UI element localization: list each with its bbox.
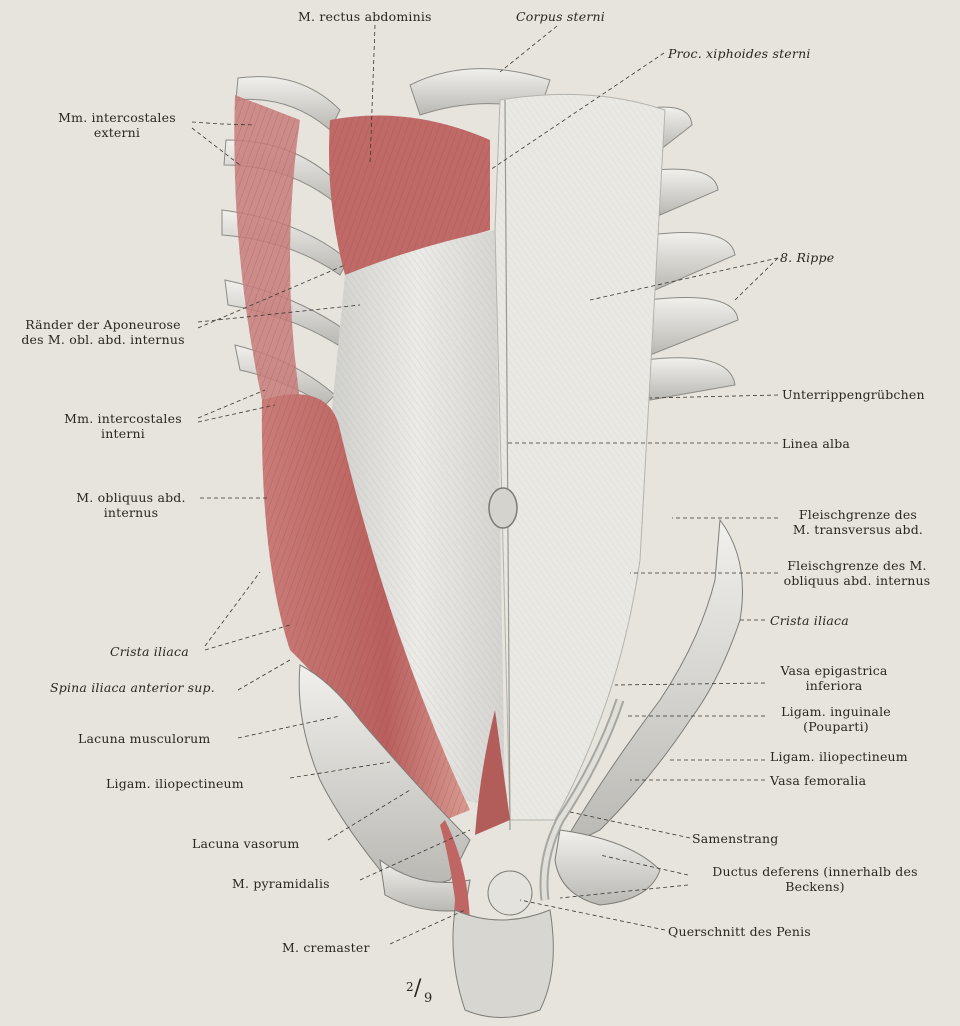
label-unterrippengruebchen: Unterrippengrübchen [782, 387, 925, 402]
label-line: Ligam. inguinale [781, 704, 891, 719]
label-fleischgrenze-obliquus: Fleischgrenze des M. obliquus abd. inter… [766, 558, 948, 588]
leader-lines [191, 24, 779, 945]
label-lacuna-vasorum: Lacuna vasorum [192, 836, 300, 851]
label-line: Mm. intercostales [58, 110, 176, 125]
label-intercostales-interni: Mm. intercostales interni [52, 411, 194, 441]
label-raender-aponeurose: Ränder der Aponeurose des M. obl. abd. i… [8, 317, 198, 347]
label-corpus-sterni: Corpus sterni [516, 9, 605, 24]
label-crista-iliaca-right: Crista iliaca [770, 613, 849, 628]
label-samenstrang: Samenstrang [692, 831, 779, 846]
label-pyramidalis: M. pyramidalis [232, 876, 330, 891]
label-vasa-femoralia: Vasa femoralia [770, 773, 867, 788]
label-fleischgrenze-transversus: Fleischgrenze des M. transversus abd. [776, 507, 940, 537]
label-lacuna-musculorum: Lacuna musculorum [78, 731, 211, 746]
label-ligam-iliopectineum-right: Ligam. iliopectineum [770, 749, 908, 764]
navel [488, 487, 518, 529]
label-intercostales-externi: Mm. intercostales externi [46, 110, 188, 140]
label-ductus-deferens: Ductus deferens (innerhalb des Beckens) [690, 864, 940, 894]
label-line: (Pouparti) [803, 719, 869, 734]
label-ligam-iliopectineum-left: Ligam. iliopectineum [106, 776, 244, 791]
scale-denominator: 9 [424, 991, 433, 1006]
label-line: Ränder der Aponeurose [25, 317, 181, 332]
label-line: obliquus abd. internus [783, 573, 931, 588]
label-line: des M. obl. abd. internus [21, 332, 185, 347]
label-line: M. transversus abd. [792, 522, 924, 537]
label-rippe-8: 8. Rippe [780, 250, 835, 265]
label-obliquus-internus: M. obliquus abd. internus [56, 490, 206, 520]
label-rectus-abdominis: M. rectus abdominis [298, 9, 432, 24]
label-line: Mm. intercostales [64, 411, 182, 426]
label-querschnitt-penis: Querschnitt des Penis [668, 924, 811, 939]
label-line: internus [103, 505, 159, 520]
label-cremaster: M. cremaster [282, 940, 370, 955]
label-line: M. obliquus abd. [76, 490, 186, 505]
scrotum [452, 909, 554, 1018]
ribs-right [639, 106, 739, 401]
penis-cross-section [487, 870, 533, 916]
label-line: inferiora [805, 678, 863, 693]
label-line: Ductus deferens (innerhalb des [712, 864, 918, 879]
label-line: Beckens) [785, 879, 845, 894]
label-line: interni [101, 426, 145, 441]
label-line: Fleischgrenze des [798, 507, 918, 522]
label-ligam-inguinale: Ligam. inguinale (Pouparti) [766, 704, 906, 734]
label-crista-iliaca-left: Crista iliaca [110, 644, 189, 659]
scale-numerator: 2 [406, 980, 414, 994]
label-spina-iliaca: Spina iliaca anterior sup. [50, 680, 215, 695]
pelvis [298, 518, 743, 912]
label-line: Vasa epigastrica [780, 663, 888, 678]
pyramidalis-muscle [475, 710, 510, 835]
label-linea-alba: Linea alba [782, 436, 851, 451]
label-vasa-epigastrica: Vasa epigastrica inferiora [766, 663, 902, 693]
label-proc-xiphoides: Proc. xiphoides sterni [668, 46, 811, 61]
label-line: externi [93, 125, 141, 140]
label-line: Fleischgrenze des M. [787, 558, 927, 573]
scale-slash: / [414, 976, 422, 1001]
